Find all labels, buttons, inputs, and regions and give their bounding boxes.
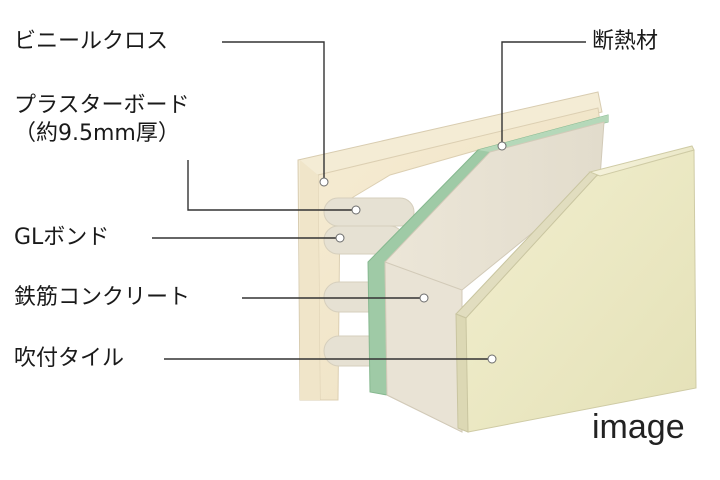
label-plasterboard-line2: （約9.5mm厚） <box>14 121 180 146</box>
leader-vinyl-cloth <box>222 41 325 182</box>
dot-spray-tile <box>487 354 497 364</box>
leader-plasterboard <box>187 160 356 211</box>
dot-concrete <box>419 293 429 303</box>
marker-dots <box>319 141 507 364</box>
dot-plasterboard <box>351 205 361 215</box>
leader-lines <box>152 41 586 360</box>
gl-bond-dab <box>323 197 415 227</box>
label-plasterboard: プラスターボード （約9.5mm厚） <box>14 92 190 148</box>
label-plasterboard-line1: プラスターボード <box>14 93 190 118</box>
dot-insulation <box>497 141 507 151</box>
label-vinyl-cloth: ビニールクロス <box>14 29 169 54</box>
dot-gl-bond <box>335 233 345 243</box>
label-gl-bond: GLボンド <box>14 225 110 250</box>
dot-vinyl-cloth <box>319 177 329 187</box>
plasterboard-layer <box>300 107 601 401</box>
label-reinforced-concrete: 鉄筋コンクリート <box>14 285 191 310</box>
leader-insulation <box>501 41 586 146</box>
image-watermark: image <box>592 408 685 446</box>
label-insulation: 断熱材 <box>592 29 659 54</box>
label-spray-tile: 吹付タイル <box>14 346 125 371</box>
spray-tile-layer <box>455 145 697 433</box>
concrete-layer <box>384 121 605 433</box>
